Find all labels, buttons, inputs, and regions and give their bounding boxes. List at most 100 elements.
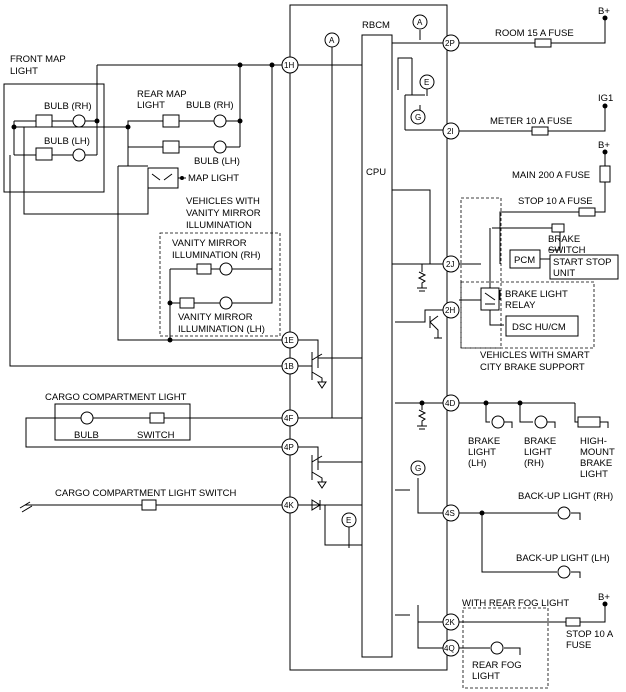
- svg-text:LIGHT: LIGHT: [524, 447, 552, 458]
- connector-2I: 2I: [442, 122, 460, 140]
- svg-text:MAP LIGHT: MAP LIGHT: [188, 173, 239, 184]
- scbs-dashed-box-2: [460, 281, 595, 349]
- svg-text:2I: 2I: [447, 127, 454, 136]
- svg-text:BRAKE: BRAKE: [468, 436, 500, 447]
- svg-text:BULB (RH): BULB (RH): [186, 100, 234, 111]
- svg-text:4Q: 4Q: [444, 644, 455, 653]
- svg-text:4D: 4D: [445, 399, 455, 408]
- connector-1H: 1H: [281, 56, 299, 74]
- svg-text:BRAKE LIGHT: BRAKE LIGHT: [505, 289, 568, 300]
- svg-text:4P: 4P: [284, 443, 294, 452]
- brake-switch: BRAKE SWITCH: [492, 223, 586, 256]
- svg-text:VEHICLES WITH: VEHICLES WITH: [186, 196, 260, 207]
- svg-text:VANITY MIRROR: VANITY MIRROR: [186, 208, 261, 219]
- svg-text:2H: 2H: [445, 306, 455, 315]
- svg-text:BRAKE: BRAKE: [548, 234, 580, 245]
- main-fuse-label: MAIN 200 A FUSE: [512, 170, 590, 181]
- ig1-label: IG1: [598, 93, 613, 104]
- svg-text:BULB (LH): BULB (LH): [194, 156, 240, 167]
- svg-text:SWITCH: SWITCH: [137, 430, 175, 441]
- svg-text:LIGHT: LIGHT: [472, 671, 500, 682]
- rbcm-internal-left: [298, 64, 362, 546]
- rear-fog-circuit: WITH REAR FOG LIGHT B+ STOP 10 A FUSE RE…: [459, 592, 614, 689]
- connector-4K: 4K: [281, 496, 299, 514]
- svg-text:G: G: [415, 464, 421, 473]
- svg-text:DSC HU/CM: DSC HU/CM: [512, 322, 566, 333]
- svg-text:WITH REAR FOG LIGHT: WITH REAR FOG LIGHT: [462, 598, 569, 609]
- connector-2H: 2H: [442, 301, 460, 319]
- map-light-wiring: [9, 126, 282, 367]
- ref-marker-g-bottom: G: [410, 460, 426, 476]
- svg-text:REAR FOG: REAR FOG: [472, 660, 522, 671]
- svg-text:1H: 1H: [284, 61, 294, 70]
- ref-marker-a-right: A: [412, 14, 428, 30]
- svg-text:4F: 4F: [284, 414, 293, 423]
- svg-text:ILLUMINATION: ILLUMINATION: [186, 220, 252, 231]
- svg-text:BULB (RH): BULB (RH): [44, 101, 92, 112]
- connector-4S: 4S: [442, 504, 460, 522]
- svg-text:START STOP: START STOP: [553, 257, 611, 268]
- svg-text:1E: 1E: [284, 336, 294, 345]
- connector-2P: 2P: [442, 34, 460, 52]
- bplus-label-fog: B+: [598, 592, 610, 603]
- svg-text:E: E: [346, 516, 351, 525]
- rbcm-outline: [289, 4, 448, 671]
- backup-lights-circuit: BACK-UP LIGHT (RH) BACK-UP LIGHT (LH): [459, 491, 613, 579]
- svg-text:BRAKE: BRAKE: [580, 458, 612, 469]
- connector-1E: 1E: [281, 331, 299, 349]
- svg-text:1B: 1B: [284, 362, 294, 371]
- svg-text:(LH): (LH): [468, 458, 486, 469]
- svg-text:E: E: [424, 78, 429, 87]
- svg-text:FUSE: FUSE: [566, 640, 591, 651]
- svg-text:CARGO COMPARTMENT LIGHT SWITCH: CARGO COMPARTMENT LIGHT SWITCH: [55, 488, 237, 499]
- transistor-4P: [311, 455, 327, 489]
- transistor-1B: [298, 352, 327, 389]
- svg-text:2J: 2J: [446, 260, 454, 269]
- svg-text:A: A: [417, 18, 423, 27]
- cpu-label: CPU: [366, 167, 386, 178]
- backup-light-rh-bulb: [557, 506, 571, 520]
- svg-text:STOP 10 A: STOP 10 A: [566, 629, 614, 640]
- stop-fuse-label: STOP 10 A FUSE: [518, 196, 593, 207]
- connector-1B: 1B: [281, 357, 299, 375]
- meter-fuse-circuit: IG1 METER 10 A FUSE: [459, 93, 613, 136]
- vanity-mirror: VEHICLES WITH VANITY MIRROR ILLUMINATION…: [159, 62, 281, 343]
- svg-text:RELAY: RELAY: [505, 300, 536, 311]
- room-fuse-circuit: B+ ROOM 15 A FUSE: [459, 6, 610, 48]
- svg-text:REAR MAP: REAR MAP: [137, 89, 187, 100]
- room-fuse-label: ROOM 15 A FUSE: [495, 28, 574, 39]
- bplus-label-top: B+: [598, 6, 610, 17]
- brake-light-lh-bulb: [491, 415, 505, 429]
- connector-4P: 4P: [281, 438, 299, 456]
- svg-text:SWITCH: SWITCH: [548, 245, 586, 256]
- svg-text:4S: 4S: [445, 509, 455, 518]
- cargo-compartment-light: CARGO COMPARTMENT LIGHT BULB SWITCH: [25, 392, 282, 448]
- svg-text:4K: 4K: [284, 501, 294, 510]
- ref-marker-e-right: E: [419, 74, 435, 90]
- svg-text:ILLUMINATION (RH): ILLUMINATION (RH): [172, 250, 261, 261]
- start-stop-unit-box: START STOP UNIT: [549, 254, 619, 280]
- svg-text:PCM: PCM: [514, 255, 535, 266]
- svg-text:VANITY MIRROR: VANITY MIRROR: [178, 312, 253, 323]
- bplus-label-main: B+: [598, 140, 610, 151]
- svg-text:BACK-UP LIGHT (LH): BACK-UP LIGHT (LH): [516, 553, 610, 564]
- svg-text:LIGHT: LIGHT: [137, 100, 165, 111]
- high-mount-brake-light: [577, 416, 601, 428]
- svg-text:ILLUMINATION (LH): ILLUMINATION (LH): [178, 324, 265, 335]
- svg-text:UNIT: UNIT: [553, 268, 575, 279]
- brake-light-rh-bulb: [534, 415, 548, 429]
- svg-text:HIGH-: HIGH-: [580, 436, 607, 447]
- backup-light-lh-bulb: [557, 565, 571, 579]
- ref-marker-e-bottom: E: [341, 512, 357, 548]
- svg-text:MOUNT: MOUNT: [580, 447, 615, 458]
- connector-2K: 2K: [442, 613, 460, 631]
- front-map-light: FRONT MAP LIGHT BULB (RH) BULB (LH): [3, 54, 282, 193]
- pcm-box: PCM: [509, 249, 550, 269]
- transistor-2H: [429, 315, 442, 339]
- svg-text:2P: 2P: [445, 39, 455, 48]
- svg-text:2K: 2K: [445, 618, 455, 627]
- svg-text:(RH): (RH): [524, 458, 544, 469]
- svg-text:VANITY MIRROR: VANITY MIRROR: [172, 238, 247, 249]
- svg-text:BULB: BULB: [74, 430, 99, 441]
